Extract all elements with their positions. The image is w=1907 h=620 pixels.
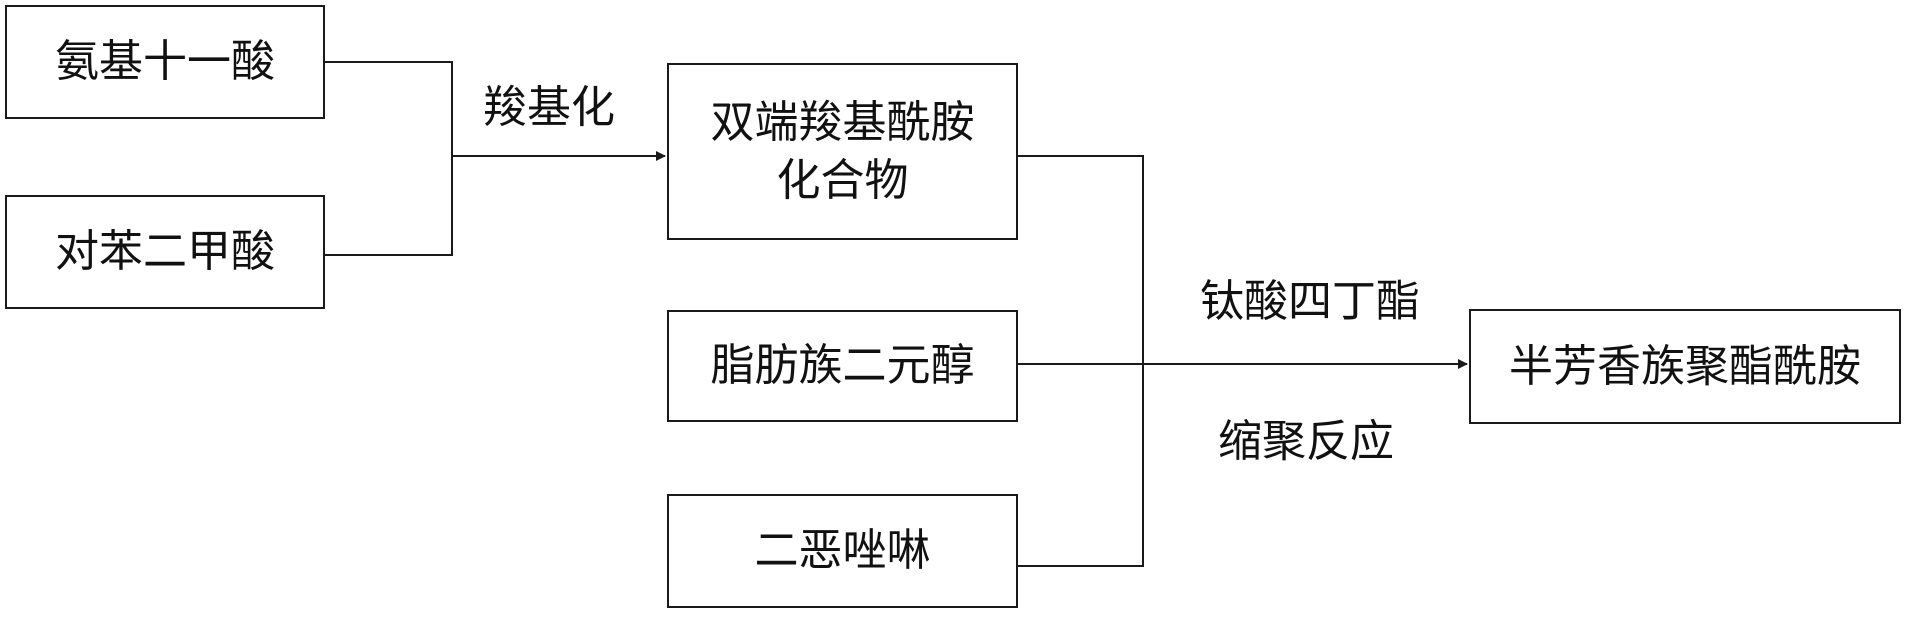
node-label-line2: 化合物 xyxy=(777,152,909,209)
node-amino-undecanoic-acid: 氨基十一酸 xyxy=(5,5,325,119)
node-label: 半芳香族聚酯酰胺 xyxy=(1509,338,1861,395)
connector-amino-acid xyxy=(325,62,452,255)
node-label: 二恶唑啉 xyxy=(755,522,931,579)
edge-label-catalyst: 钛酸四丁酯 xyxy=(1200,280,1420,324)
edge-label-carboxylation: 羧基化 xyxy=(483,86,615,130)
connector-dicarboxyl-amide xyxy=(1018,156,1143,566)
node-semi-aromatic-polyesteramide: 半芳香族聚酯酰胺 xyxy=(1469,309,1901,424)
node-bisoxazoline: 二恶唑啉 xyxy=(667,494,1018,608)
node-label: 氨基十一酸 xyxy=(55,33,275,90)
node-label-line1: 双端羧基酰胺 xyxy=(711,94,975,151)
node-label: 对苯二甲酸 xyxy=(55,223,275,280)
node-dicarboxyl-amide-compound: 双端羧基酰胺 化合物 xyxy=(667,63,1018,240)
edge-label-reaction: 缩聚反应 xyxy=(1218,420,1394,464)
node-label: 脂肪族二元醇 xyxy=(711,337,975,394)
node-terephthalic-acid: 对苯二甲酸 xyxy=(5,195,325,309)
node-aliphatic-diol: 脂肪族二元醇 xyxy=(667,310,1018,422)
